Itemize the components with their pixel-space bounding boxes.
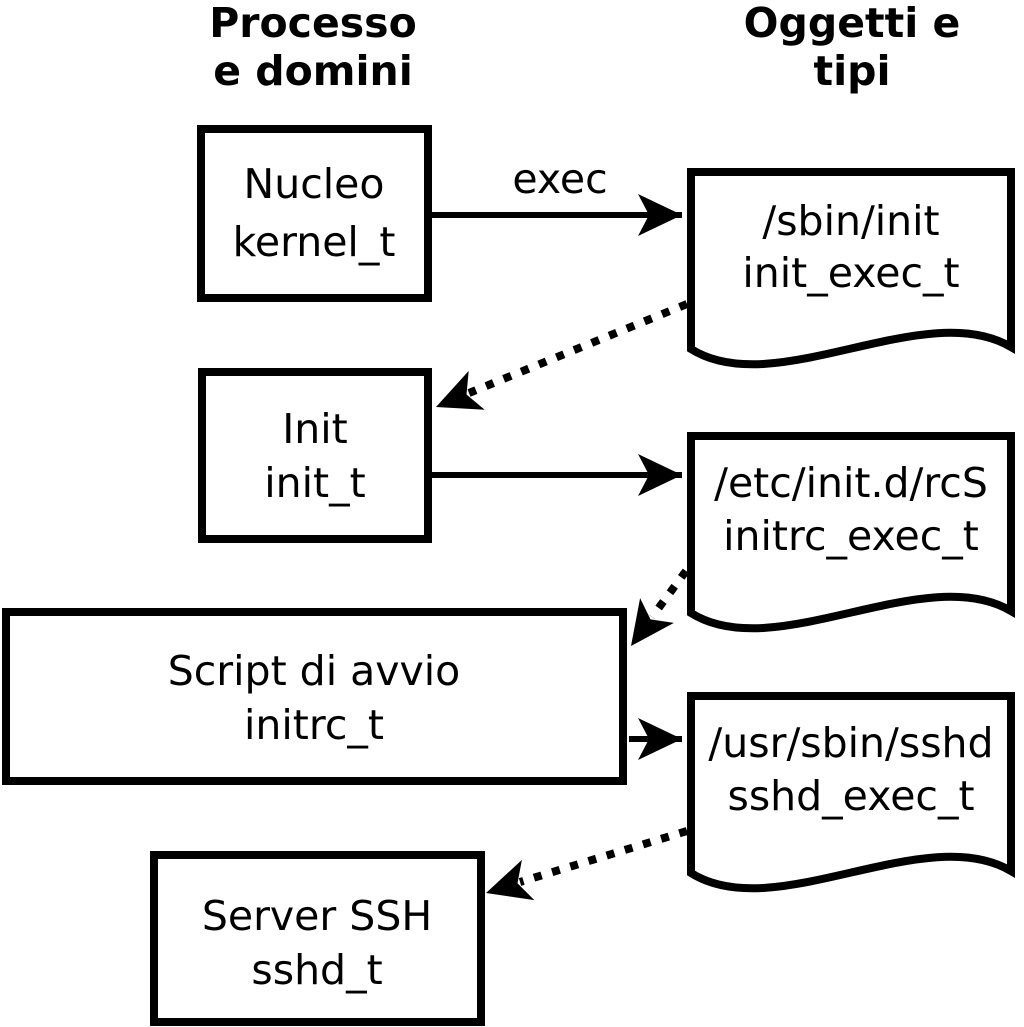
process-init-domain: init_t [264, 459, 365, 507]
transition-arrowhead-initrc-t [631, 598, 674, 646]
process-kernel-name: Nucleo [244, 160, 385, 208]
object-etc-initd-rcs-path: /etc/init.d/rcS [714, 459, 988, 507]
object-etc-initd-rcs-type: initrc_exec_t [723, 512, 979, 560]
object-usr-sbin-sshd-type: sshd_exec_t [727, 772, 974, 820]
object-sbin-init-path: /sbin/init [762, 197, 939, 245]
object-sbin-init-type: init_exec_t [742, 249, 959, 297]
process-box-initrc [2, 608, 627, 785]
right-column-header-line2: tipi [813, 47, 890, 95]
transition-arrowhead-sshd-t [486, 859, 535, 901]
process-boxes: Nucleo kernel_t Init init_t Script di av… [2, 125, 627, 1026]
left-column-header-line2: e domini [213, 47, 413, 95]
transition-arrows [436, 300, 690, 901]
process-sshd-name: Server SSH [202, 892, 432, 940]
left-column-header-line1: Processo [209, 0, 417, 47]
transition-arrow-init-exec-to-init-t [467, 300, 689, 397]
process-initrc-name: Script di avvio [168, 647, 461, 695]
process-box-init [198, 368, 432, 543]
process-box-sshd [150, 851, 485, 1026]
object-doc-usr-sbin-sshd [687, 692, 1015, 893]
transition-arrow-initrc-exec-to-initrc-t [648, 568, 690, 620]
exec-arrow-label: exec [512, 155, 607, 203]
process-kernel-domain: kernel_t [233, 218, 396, 266]
object-doc-etc-initd-rcs [687, 432, 1015, 633]
process-init-name: Init [282, 405, 348, 453]
object-usr-sbin-sshd-path: /usr/sbin/sshd [708, 719, 993, 767]
process-box-kernel [197, 125, 432, 302]
process-initrc-domain: initrc_t [244, 701, 384, 749]
process-sshd-domain: sshd_t [251, 946, 382, 994]
exec-arrows: exec [432, 155, 682, 760]
transition-arrowhead-init-t [436, 370, 485, 410]
object-documents: /sbin/init init_exec_t /etc/init.d/rcS i… [687, 168, 1015, 893]
object-doc-sbin-init [687, 168, 1015, 369]
right-column-header-line1: Oggetti e [744, 0, 961, 47]
column-headers: Processo e domini Oggetti e tipi [209, 0, 960, 95]
transition-arrow-sshd-exec-to-sshd-t [518, 827, 689, 886]
